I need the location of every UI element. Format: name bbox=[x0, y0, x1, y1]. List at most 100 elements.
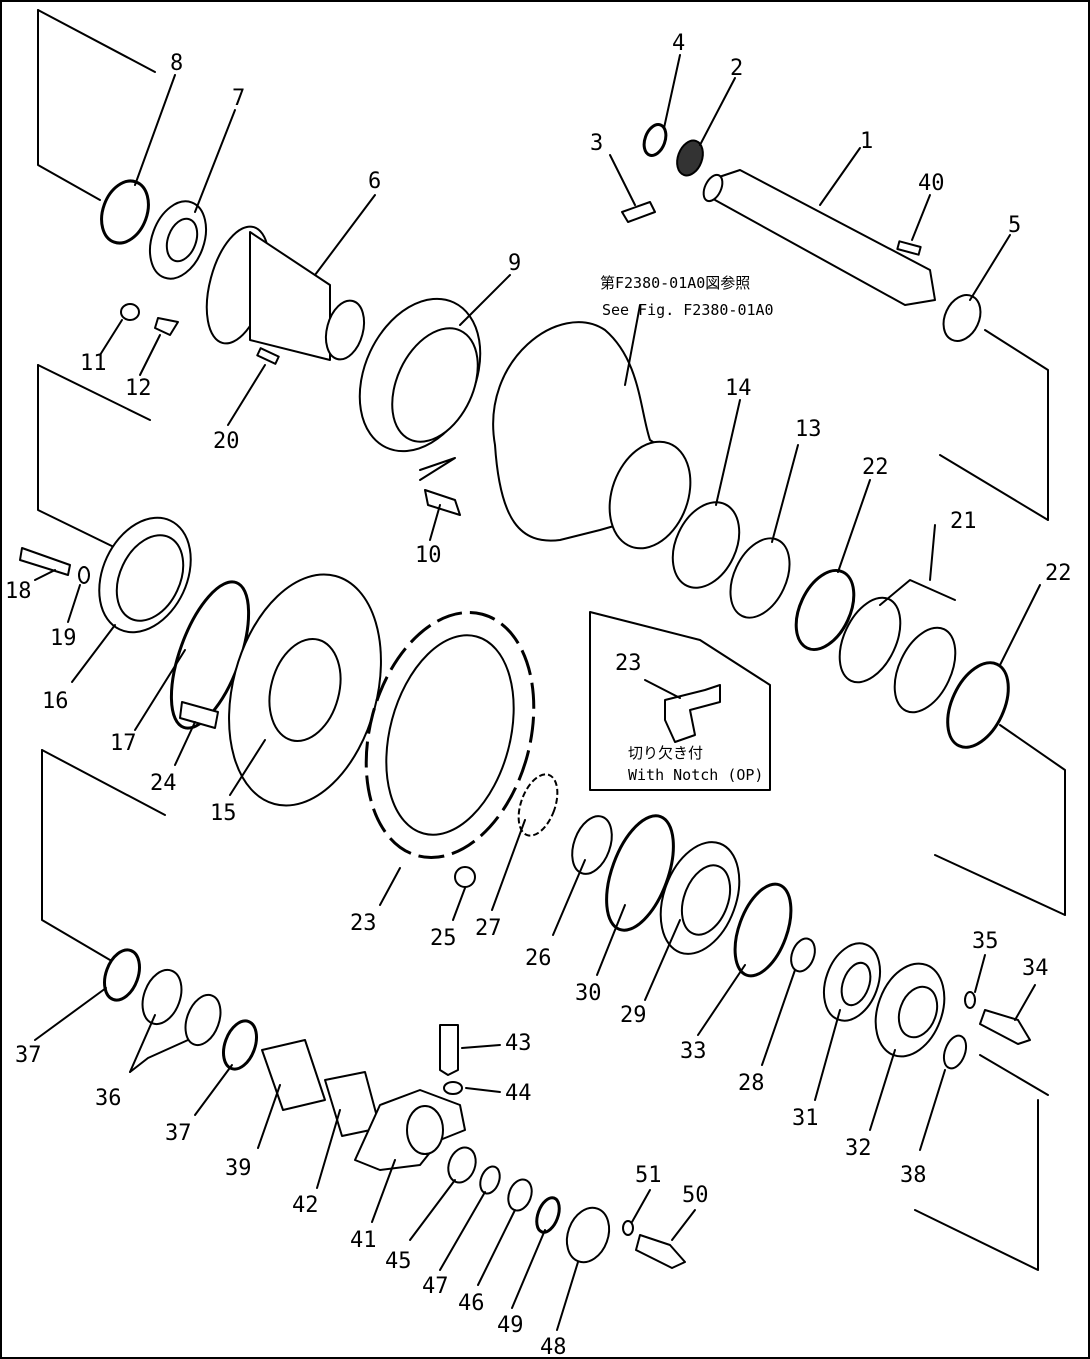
part-47-snap-ring bbox=[479, 1165, 501, 1195]
part-20-key bbox=[256, 347, 280, 365]
part-14-bearing-cup bbox=[671, 501, 741, 589]
callout-51: 51 bbox=[635, 1163, 662, 1188]
part-19-washer bbox=[78, 566, 90, 584]
callout-31: 31 bbox=[792, 1106, 819, 1131]
part-26-ring-nut bbox=[571, 815, 613, 875]
part-23-sprocket-segments bbox=[364, 610, 536, 860]
callout-4: 4 bbox=[672, 31, 685, 56]
callout-35: 35 bbox=[972, 929, 999, 954]
callout-15: 15 bbox=[210, 801, 237, 826]
reference-note-en: See Fig. F2380-01A0 bbox=[602, 301, 774, 319]
part-49-o-ring bbox=[535, 1196, 561, 1234]
part-21-floating-seal bbox=[838, 596, 957, 714]
part-38-seal bbox=[942, 1034, 968, 1070]
callout-17: 17 bbox=[110, 731, 137, 756]
callout-9: 9 bbox=[508, 251, 521, 276]
part-22-o-ring-lower bbox=[946, 661, 1010, 749]
callout-32: 32 bbox=[845, 1136, 872, 1161]
callout-49: 49 bbox=[497, 1313, 524, 1338]
part-31-bearing bbox=[822, 942, 882, 1022]
callout-22-upper: 22 bbox=[862, 455, 889, 480]
part-2-gear bbox=[676, 139, 704, 177]
callout-25: 25 bbox=[430, 926, 457, 951]
inset-notch-option bbox=[589, 611, 771, 791]
housing-reference bbox=[492, 321, 692, 550]
part-50-bolt bbox=[635, 1234, 686, 1269]
part-12-lock-plate bbox=[154, 317, 179, 336]
callout-10: 10 bbox=[415, 543, 442, 568]
part-40-key bbox=[896, 240, 922, 256]
callout-8: 8 bbox=[170, 51, 183, 76]
callout-50: 50 bbox=[682, 1183, 709, 1208]
callout-42: 42 bbox=[292, 1193, 319, 1218]
part-22-o-ring-upper bbox=[794, 568, 856, 652]
inset-callout-23: 23 bbox=[615, 651, 642, 676]
part-35-washer bbox=[964, 991, 976, 1009]
callout-38: 38 bbox=[900, 1163, 927, 1188]
part-37-o-ring-right bbox=[222, 1019, 258, 1071]
part-43-bolt bbox=[439, 1024, 459, 1076]
callout-41: 41 bbox=[350, 1228, 377, 1253]
part-27-lock-ring bbox=[517, 773, 559, 837]
callout-37-left: 37 bbox=[15, 1043, 42, 1068]
part-10-bolt bbox=[424, 489, 461, 516]
part-7-bearing bbox=[148, 200, 208, 280]
callout-27: 27 bbox=[475, 916, 502, 941]
callout-24: 24 bbox=[150, 771, 177, 796]
part-46-bushing bbox=[507, 1178, 533, 1212]
callout-labels: 8 7 6 9 4 2 3 1 40 5 11 12 20 10 14 13 2… bbox=[5, 31, 1072, 1359]
callout-40: 40 bbox=[918, 171, 945, 196]
part-32-cover bbox=[874, 962, 946, 1058]
part-37-o-ring-left bbox=[103, 948, 141, 1002]
callout-44: 44 bbox=[505, 1081, 532, 1106]
callout-23: 23 bbox=[350, 911, 377, 936]
leader-lines bbox=[34, 54, 1041, 1331]
part-9-ring-gear bbox=[358, 297, 482, 453]
part-34-bolt bbox=[979, 1009, 1031, 1045]
part-29-cover bbox=[659, 841, 741, 955]
callout-48: 48 bbox=[540, 1335, 567, 1359]
part-18-bolt bbox=[19, 547, 71, 576]
callout-13: 13 bbox=[795, 417, 822, 442]
callout-34: 34 bbox=[1022, 956, 1049, 981]
callout-19: 19 bbox=[50, 626, 77, 651]
part-11-nut bbox=[120, 303, 140, 321]
callout-37-right: 37 bbox=[165, 1121, 192, 1146]
callout-28: 28 bbox=[738, 1071, 765, 1096]
callout-36: 36 bbox=[95, 1086, 122, 1111]
callout-14: 14 bbox=[725, 376, 752, 401]
inset-note-en: With Notch (OP) bbox=[628, 766, 763, 784]
callout-16: 16 bbox=[42, 689, 69, 714]
part-25-nut bbox=[454, 866, 476, 888]
part-39-bushing bbox=[261, 1039, 326, 1111]
part-4-ring bbox=[642, 123, 668, 157]
part-36-seal-set bbox=[141, 968, 222, 1047]
callout-11: 11 bbox=[80, 351, 107, 376]
part-51-washer bbox=[622, 1220, 634, 1236]
callout-33: 33 bbox=[680, 1039, 707, 1064]
callout-1: 1 bbox=[860, 129, 873, 154]
callout-20: 20 bbox=[213, 429, 240, 454]
part-33-o-ring bbox=[733, 882, 793, 978]
part-3-pin bbox=[621, 201, 656, 223]
callout-45: 45 bbox=[385, 1249, 412, 1274]
callout-29: 29 bbox=[620, 1003, 647, 1028]
callout-30: 30 bbox=[575, 981, 602, 1006]
part-48-cap bbox=[565, 1206, 611, 1264]
callout-7: 7 bbox=[232, 86, 245, 111]
callout-5: 5 bbox=[1008, 213, 1021, 238]
callout-43: 43 bbox=[505, 1031, 532, 1056]
part-13-ring bbox=[729, 537, 791, 619]
callout-47: 47 bbox=[422, 1274, 449, 1299]
part-24-bolt bbox=[179, 701, 219, 729]
callout-3: 3 bbox=[590, 131, 603, 156]
callout-12: 12 bbox=[125, 376, 152, 401]
part-15-sprocket-hub bbox=[228, 573, 382, 807]
part-28-bearing bbox=[790, 937, 816, 973]
part-1-axle-shaft bbox=[702, 169, 936, 306]
part-6-hub bbox=[205, 225, 366, 361]
callout-6: 6 bbox=[368, 169, 381, 194]
part-44-washer bbox=[443, 1081, 463, 1095]
